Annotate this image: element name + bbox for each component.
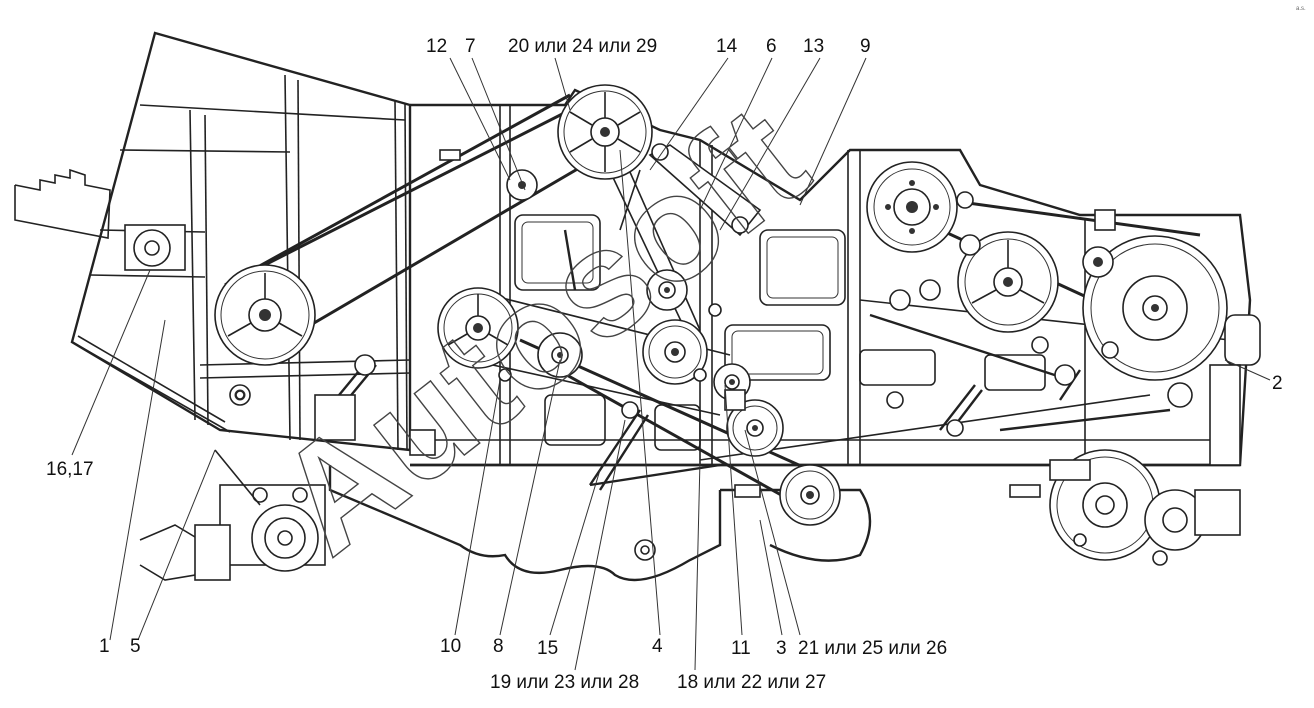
label-13: 13 — [803, 36, 824, 57]
pulley-right-small — [1082, 246, 1114, 278]
part-labels: 12 7 20 или 24 или 29 14 6 13 9 2 16,17 … — [46, 36, 1283, 693]
right-side-parts — [889, 191, 1261, 466]
pulley-small-b — [646, 269, 688, 311]
label-15: 15 — [537, 638, 558, 659]
label-21-25-26: 21 или 25 или 26 — [798, 638, 947, 659]
small-parts — [235, 149, 1193, 498]
label-16-17: 16,17 — [46, 459, 94, 480]
label-4: 4 — [652, 636, 663, 657]
label-2: 2 — [1272, 373, 1283, 394]
left-mount — [229, 354, 964, 456]
right-gearbox — [1049, 449, 1241, 566]
label-1: 1 — [99, 636, 110, 657]
left-hub — [124, 224, 186, 271]
label-14: 14 — [716, 36, 738, 57]
pulley-lower-a — [726, 399, 784, 457]
watermark-text: Autosoft — [246, 73, 835, 585]
watermark: Autosoft — [246, 73, 837, 586]
label-19-23-28: 19 или 23 или 28 — [490, 672, 639, 693]
label-6: 6 — [766, 36, 777, 57]
label-12: 12 — [426, 36, 447, 57]
label-9: 9 — [860, 36, 871, 57]
label-20-24-29: 20 или 24 или 29 — [508, 36, 657, 57]
leader-lines — [71, 57, 1271, 671]
lower-body — [328, 465, 872, 582]
hopper-frame — [70, 31, 412, 452]
label-8: 8 — [493, 636, 504, 657]
label-11: 11 — [731, 638, 751, 659]
pulley-right-top — [866, 161, 958, 253]
pulley-right-large — [1082, 235, 1228, 381]
pulley-small-d — [506, 169, 538, 201]
pulley-lower-b — [779, 464, 841, 526]
label-10: 10 — [440, 636, 461, 657]
label-3: 3 — [776, 638, 787, 659]
left-gearbox — [139, 449, 326, 581]
label-18-22-27: 18 или 22 или 27 — [677, 672, 826, 693]
pulley-center — [642, 319, 708, 385]
pulley-large-left — [214, 264, 316, 366]
pulley-small-a — [537, 332, 583, 378]
serrated-guard — [14, 168, 111, 239]
corner-mark: a.s. — [1296, 6, 1306, 12]
pulley-right-mid — [957, 231, 1059, 333]
label-7: 7 — [465, 36, 476, 57]
pulley-top — [557, 84, 653, 180]
label-5: 5 — [130, 636, 141, 657]
pulley-mid-left — [437, 287, 519, 369]
